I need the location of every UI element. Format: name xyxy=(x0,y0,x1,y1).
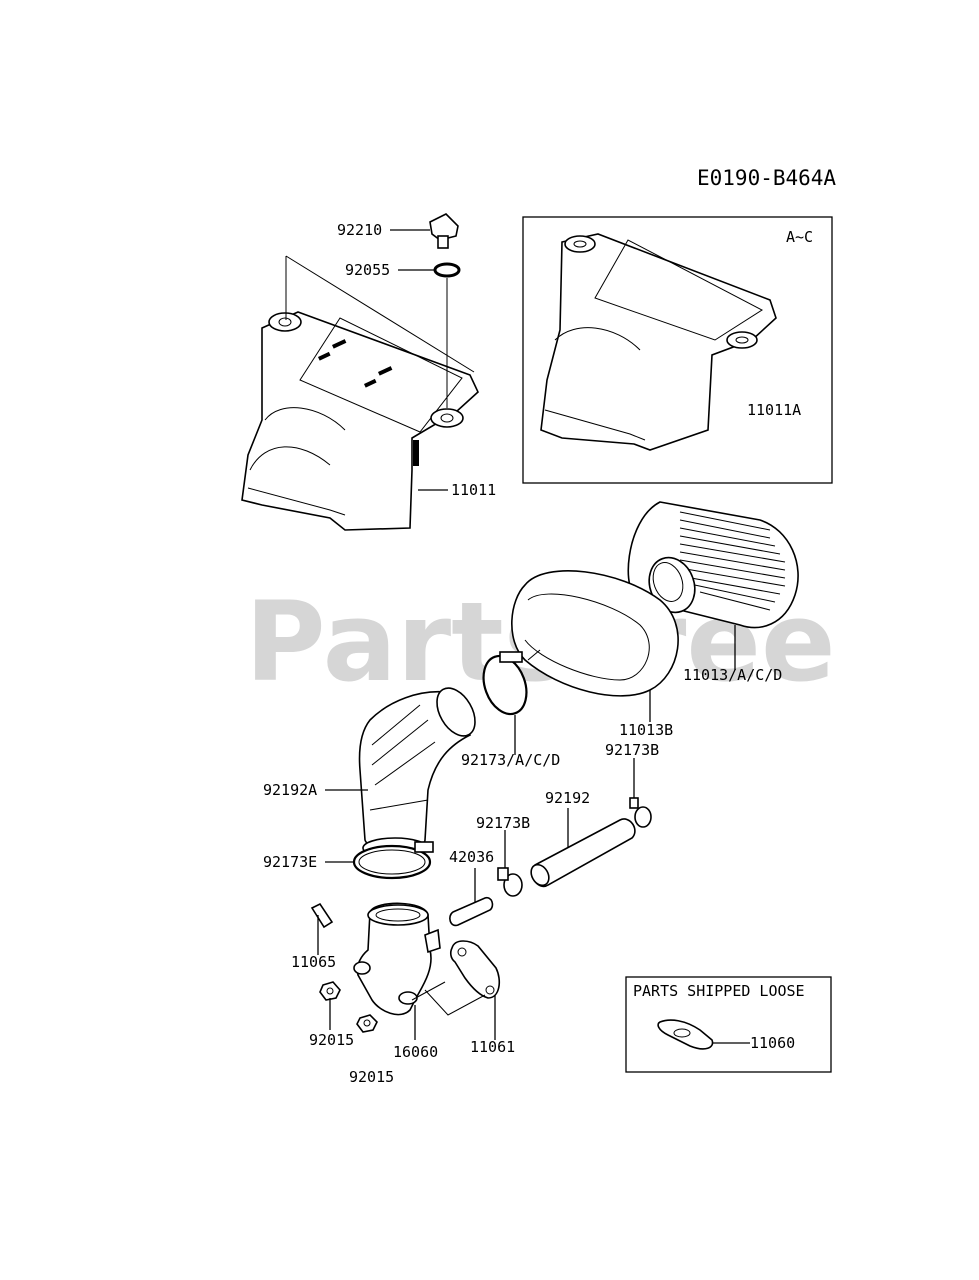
nut-92015-a[interactable] xyxy=(319,981,341,1001)
label-92173b-mid: 92173B xyxy=(476,814,530,832)
label-11013: 11013/A/C/D xyxy=(683,666,782,684)
pre-cleaner-11013b[interactable] xyxy=(511,570,679,697)
hose-clamp-92173b-mid[interactable] xyxy=(497,867,523,897)
label-11013b: 11013B xyxy=(619,721,673,739)
label-92173b-top: 92173B xyxy=(605,741,659,759)
label-92192: 92192 xyxy=(545,789,590,807)
label-11061: 11061 xyxy=(470,1038,515,1056)
wing-nut-92210[interactable] xyxy=(429,213,459,249)
nut-92015-b[interactable] xyxy=(356,1014,378,1033)
label-92173acd: 92173/A/C/D xyxy=(461,751,560,769)
label-92015-b: 92015 xyxy=(349,1068,394,1086)
air-cleaner-base-11011a[interactable] xyxy=(540,233,777,451)
label-16060: 16060 xyxy=(393,1043,438,1061)
breather-hose-92192[interactable] xyxy=(528,818,636,889)
label-92055: 92055 xyxy=(345,261,390,279)
air-cleaner-base-11011[interactable] xyxy=(241,311,479,531)
label-11011a: 11011A xyxy=(747,401,801,419)
loose-parts-box xyxy=(625,976,832,1073)
gasket-11061[interactable] xyxy=(449,940,501,999)
label-92210: 92210 xyxy=(337,221,382,239)
loose-parts-title: PARTS SHIPPED LOOSE xyxy=(633,982,805,1000)
inset-box xyxy=(522,216,833,484)
label-92192a: 92192A xyxy=(263,781,317,799)
hose-clamp-92173acd[interactable] xyxy=(476,650,534,720)
dowel-pin-11065[interactable] xyxy=(310,902,334,929)
gasket-11060[interactable] xyxy=(657,1019,714,1050)
label-42036: 42036 xyxy=(449,848,494,866)
label-11060: 11060 xyxy=(750,1034,795,1052)
filter-element-11013[interactable] xyxy=(627,501,799,629)
hose-clamp-92173b-top[interactable] xyxy=(629,797,652,828)
diagram-code: E0190-B464A xyxy=(697,166,836,190)
o-ring-92055[interactable] xyxy=(433,262,461,278)
label-92173e: 92173E xyxy=(263,853,317,871)
intake-elbow-16060[interactable] xyxy=(353,902,441,1016)
elbow-hose-92192a[interactable] xyxy=(358,681,482,859)
inset-variant: A~C xyxy=(786,228,813,246)
label-11011: 11011 xyxy=(451,481,496,499)
fitting-42036[interactable] xyxy=(449,896,494,927)
label-92015-a: 92015 xyxy=(309,1031,354,1049)
label-11065: 11065 xyxy=(291,953,336,971)
